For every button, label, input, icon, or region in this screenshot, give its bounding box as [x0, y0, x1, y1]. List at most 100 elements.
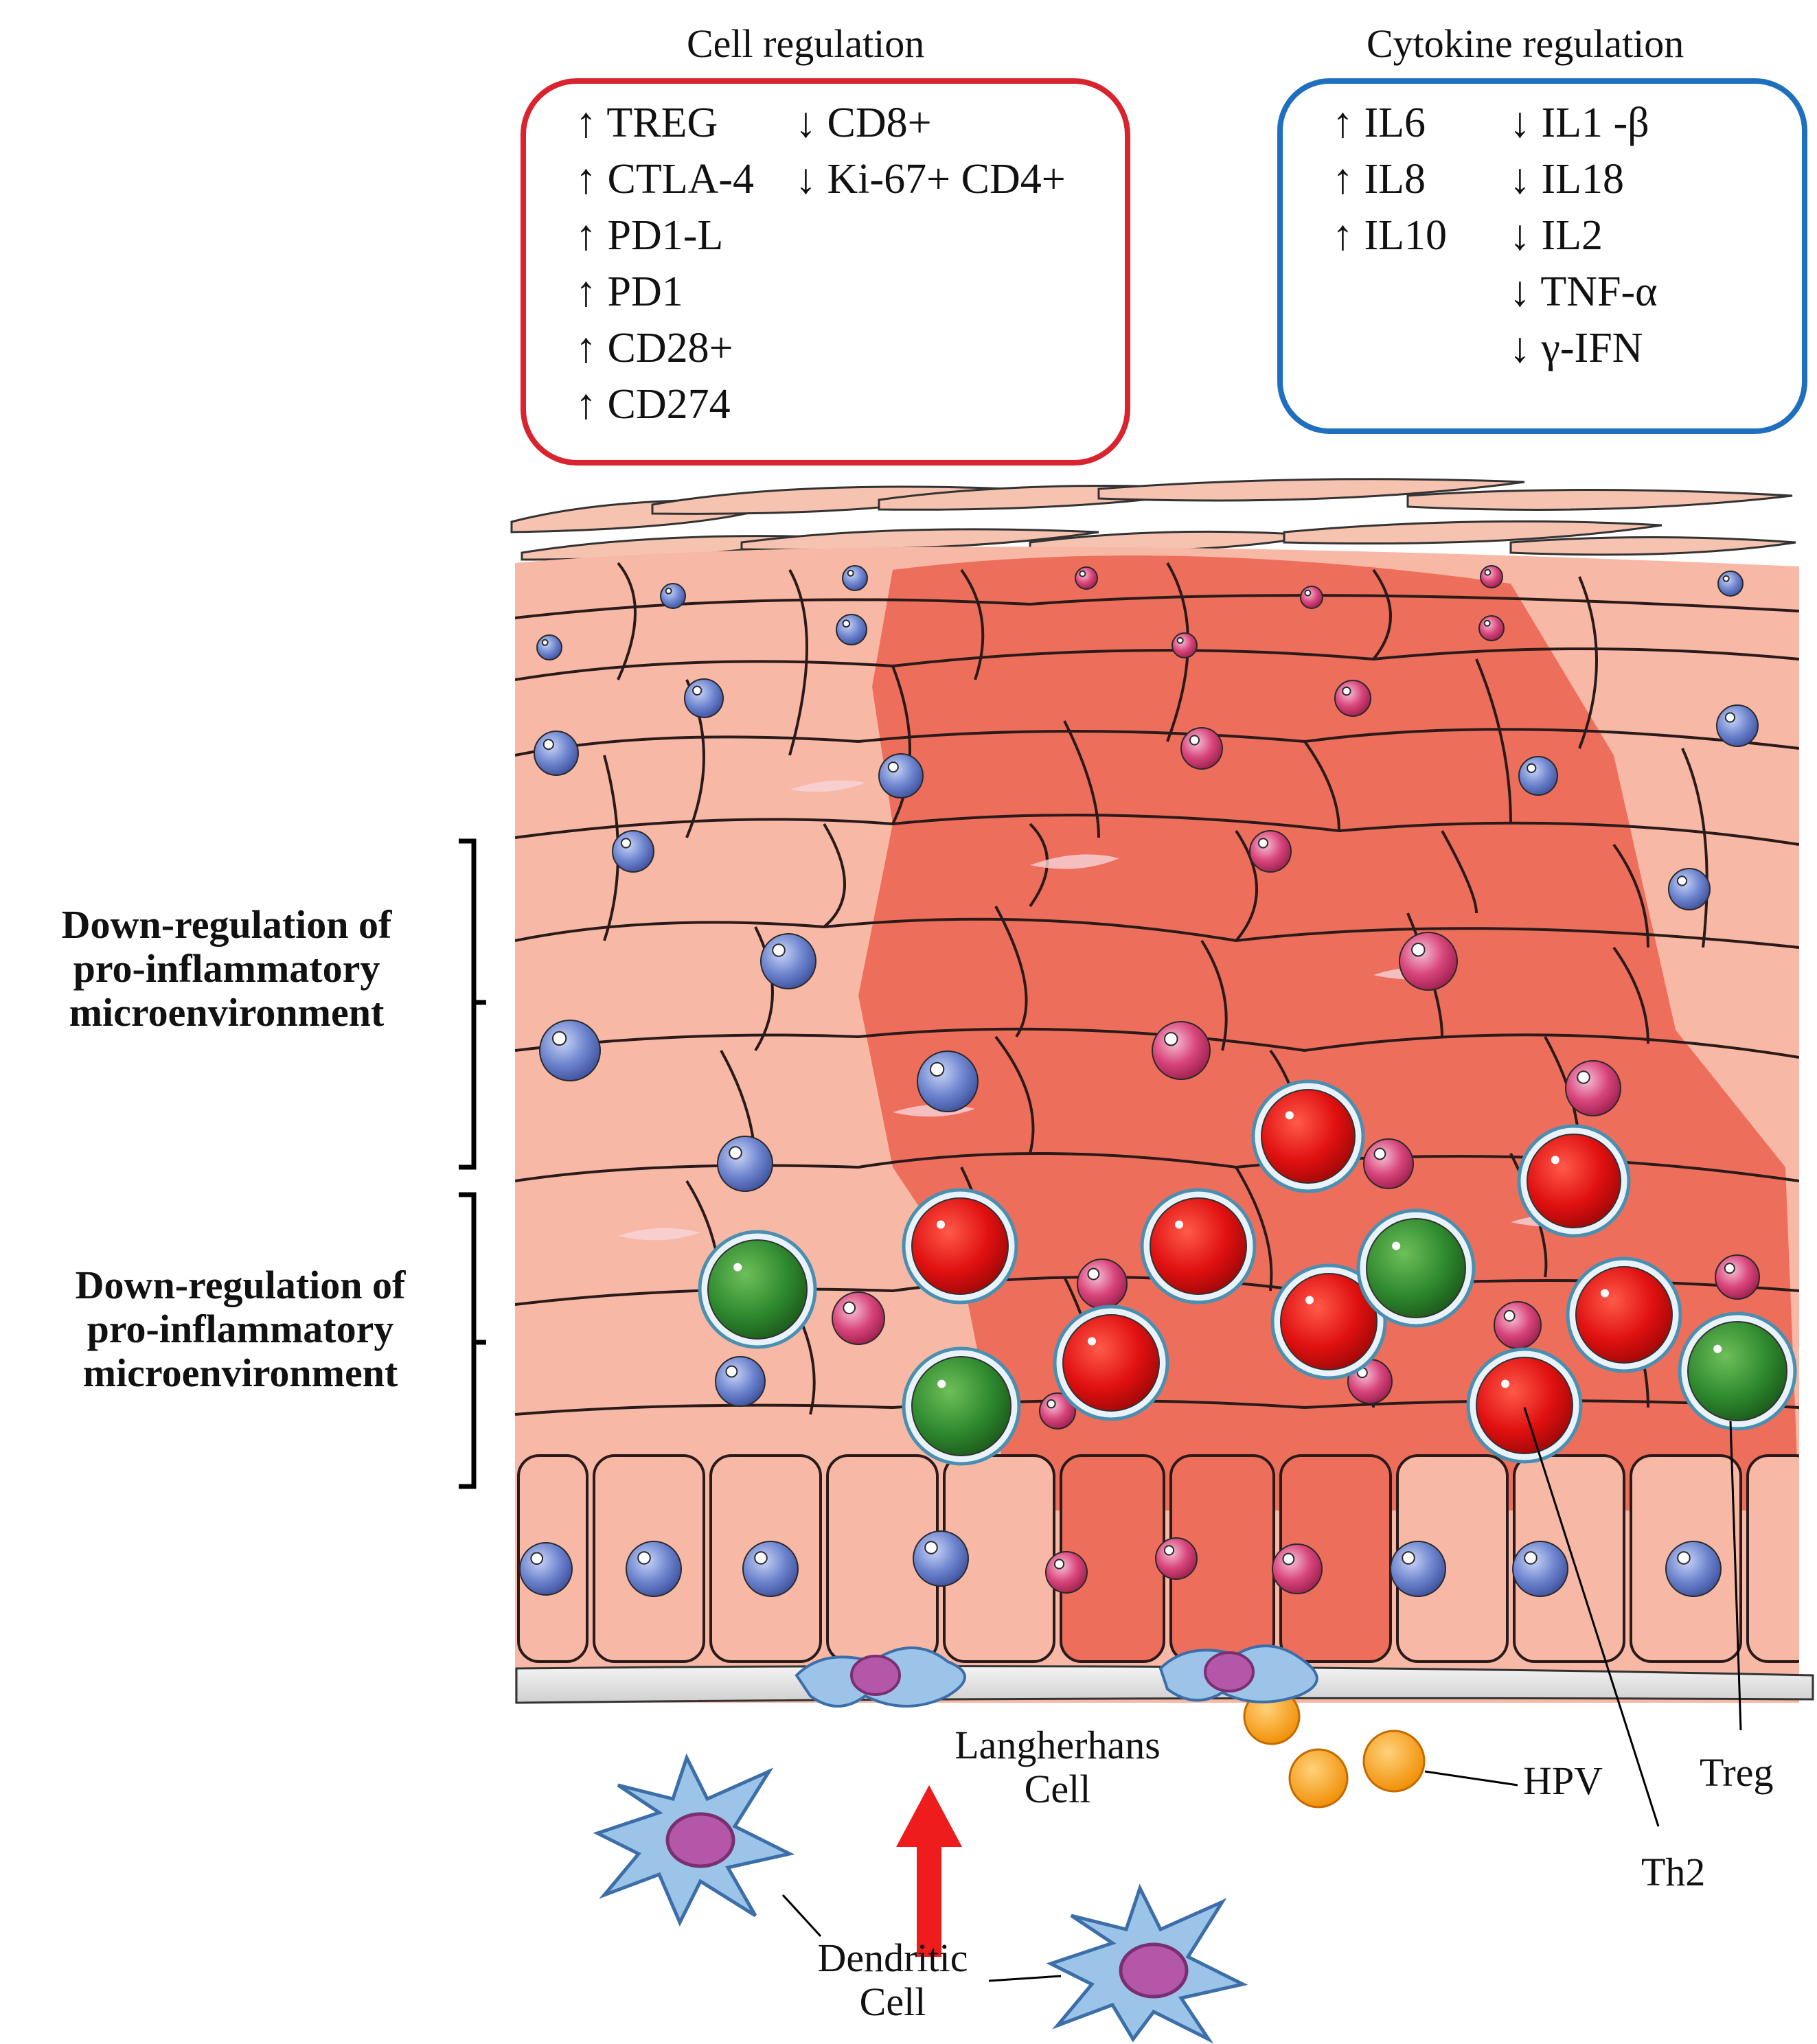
nucleus-highlight: [1079, 570, 1086, 577]
dendritic-label-line: Cell: [859, 1979, 926, 2024]
cell-highlight: [1501, 1379, 1509, 1388]
keratinocyte-nucleus: [519, 1542, 573, 1596]
nucleus-highlight: [929, 1061, 945, 1077]
keratinocyte-nucleus: [760, 933, 816, 989]
infected-cell-nucleus: [1480, 565, 1503, 588]
cell-up-item: ↑ PD1: [575, 268, 683, 315]
nucleus-highlight: [1087, 1267, 1100, 1281]
keratinocyte-nucleus: [536, 634, 562, 661]
keratinocyte-nucleus: [913, 1530, 969, 1587]
cell-highlight: [1551, 1156, 1559, 1164]
keratinocyte-nucleus: [612, 830, 654, 873]
infected-cell-nucleus: [1180, 727, 1223, 770]
infected-cell-nucleus: [1478, 615, 1505, 641]
th2-label: Th2: [1641, 1850, 1706, 1894]
cell-up-item: ↑ CTLA-4: [575, 156, 755, 203]
langerhans-label: Langherhans Cell: [934, 1723, 1181, 1811]
cell-up-item: ↑ PD1-L: [575, 212, 724, 259]
nucleus-highlight: [847, 569, 854, 577]
callout-lines: [781, 1407, 1742, 1982]
keratinocyte-nucleus: [539, 1020, 601, 1081]
nucleus-highlight: [1503, 1309, 1516, 1322]
cell-down-item: ↓ CD8+: [795, 100, 932, 146]
nucleus-highlight: [1722, 575, 1730, 582]
nucleus-highlight: [1411, 942, 1426, 957]
nucleus-highlight: [692, 685, 702, 696]
keratinocyte-nucleus: [684, 678, 724, 718]
dendritic-label: Dendritic Cell: [790, 1936, 996, 2024]
side-label-line: microenvironment: [82, 1351, 398, 1395]
th2-cell: [1150, 1197, 1247, 1295]
nucleus-highlight: [620, 838, 632, 849]
cell-highlight: [1601, 1289, 1609, 1298]
keratinocyte-nucleus: [1668, 868, 1711, 910]
keratinocyte-nucleus: [717, 1136, 773, 1192]
hpv-particle: [1362, 1730, 1426, 1793]
basal-layer: [517, 1454, 1799, 1663]
cell-highlight: [937, 1379, 946, 1388]
infected-cell-nucleus: [1565, 1060, 1621, 1116]
nucleus-highlight: [530, 1552, 544, 1565]
cytokine-regulation-box-border: [1277, 78, 1807, 434]
nucleus-highlight: [1724, 712, 1736, 723]
infected-cell-nucleus: [1272, 1543, 1323, 1594]
nucleus-highlight: [541, 639, 549, 646]
infected-cell-nucleus: [1715, 1254, 1760, 1300]
cell-highlight: [1088, 1337, 1096, 1346]
cell-down-item: ↓ Ki-67+ CD4+: [795, 156, 1066, 203]
keratinocyte-nucleus: [878, 753, 924, 799]
keratinocyte-nucleus: [836, 614, 867, 645]
keratinocyte-nucleus: [1717, 571, 1744, 597]
infected-cell-nucleus: [1045, 1551, 1088, 1594]
hpv-particle: [1288, 1748, 1349, 1808]
dendritic-label-line: Dendritic: [817, 1936, 968, 1980]
keratinocyte-nucleus: [842, 565, 868, 591]
infected-cell-nucleus: [1075, 566, 1098, 590]
cytokine-down-item: ↓ TNF-α: [1509, 268, 1658, 315]
treg-label: Treg: [1700, 1750, 1774, 1795]
infected-cell-nucleus: [1334, 680, 1371, 717]
side-label-line: pro-inflammatory: [73, 946, 380, 991]
nucleus-highlight: [772, 943, 786, 957]
nucleus-highlight: [924, 1541, 938, 1554]
nucleus-highlight: [1164, 1031, 1178, 1046]
nucleus-highlight: [1676, 875, 1688, 886]
infected-cell-nucleus: [1300, 586, 1323, 609]
cell-outlines: [515, 562, 1799, 1416]
nucleus-highlight: [729, 1146, 742, 1160]
nucleus-highlight: [1577, 1070, 1590, 1084]
dendritic-cells: [593, 1753, 1248, 2044]
infected-cell-nucleus: [1077, 1259, 1128, 1309]
keratinocyte-nucleus: [660, 583, 686, 609]
nucleus-highlight: [1257, 838, 1269, 849]
th2-cell: [1280, 1273, 1378, 1370]
treg-cell: [1687, 1321, 1787, 1421]
cytokine-down-item: ↓ IL18: [1509, 156, 1625, 203]
infected-cell-nucleus: [1494, 1301, 1542, 1349]
cell-highlight: [937, 1220, 945, 1229]
th2-cell: [1261, 1089, 1356, 1184]
keratinocyte-nucleus: [1390, 1541, 1446, 1597]
nucleus-highlight: [1176, 636, 1184, 644]
side-label-line: Down-regulation of: [61, 902, 392, 947]
nucleus-highlight: [1483, 619, 1491, 627]
cell-up-item: ↑ CD28+: [575, 325, 733, 371]
nucleus-highlight: [1189, 735, 1200, 746]
cell-highlight: [1175, 1220, 1183, 1229]
nucleus-highlight: [1724, 1263, 1735, 1274]
nucleus-highlight: [1053, 1559, 1065, 1570]
nucleus-highlight: [1524, 1551, 1538, 1565]
infected-cell-nucleus: [832, 1291, 885, 1345]
th2-cell: [1062, 1314, 1160, 1412]
cytokine-up-item: ↑ IL6: [1332, 100, 1426, 146]
cell-highlight: [1285, 1111, 1294, 1120]
th2-cell: [1476, 1357, 1573, 1454]
langerhans-label-line: Cell: [1024, 1767, 1091, 1811]
infected-cell-nucleus: [1152, 1021, 1211, 1080]
infected-cell-nucleus: [1172, 632, 1198, 658]
side-label-line: Down-regulation of: [75, 1263, 406, 1307]
infected-cell-nucleus: [1249, 830, 1292, 873]
cytokine-down-item: ↓ IL1 -β: [1509, 100, 1649, 146]
